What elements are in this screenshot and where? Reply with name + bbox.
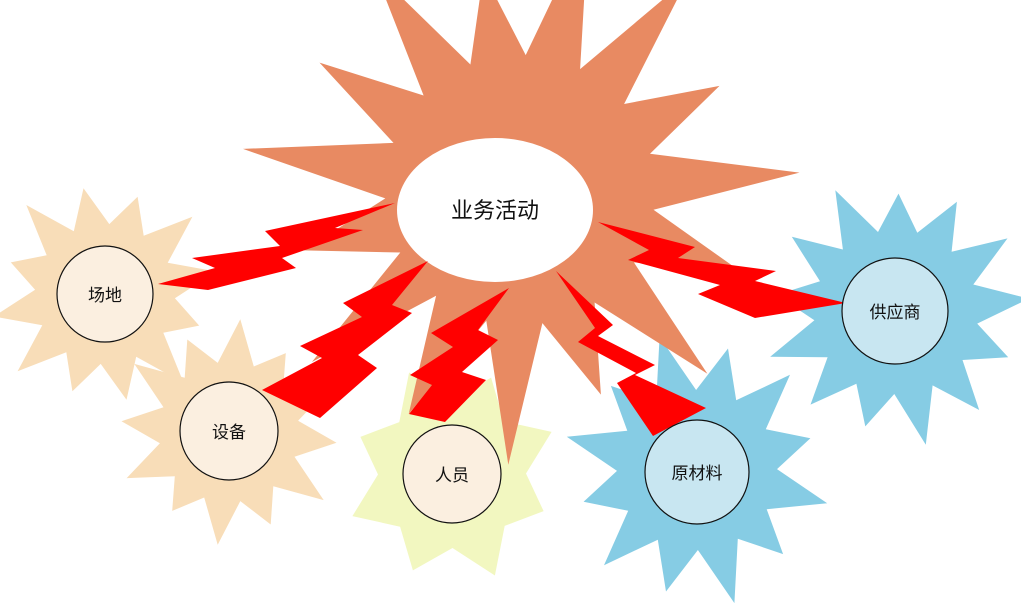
materials-circle [644, 419, 750, 525]
personnel-label: 人员 [435, 466, 469, 486]
lightning-to-materials [556, 271, 706, 436]
materials-label: 原材料 [672, 464, 723, 484]
supplier-circle [841, 257, 949, 365]
node-materials: 原材料 [644, 419, 750, 525]
site-label: 场地 [88, 286, 122, 306]
equipment-circle [179, 381, 279, 481]
lightning-to-supplier [598, 222, 846, 318]
supplier-label: 供应商 [870, 303, 921, 323]
personnel-circle [402, 424, 502, 524]
central-label: 业务活动 [451, 199, 539, 224]
node-site: 场地 [56, 245, 154, 343]
central-ellipse [397, 138, 593, 282]
node-equipment: 设备 [179, 381, 279, 481]
node-personnel: 人员 [402, 424, 502, 524]
node-supplier: 供应商 [841, 257, 949, 365]
site-circle [56, 245, 154, 343]
lightning-to-personnel [409, 288, 509, 422]
lightning-to-equipment [262, 261, 428, 418]
lightning-to-site [158, 203, 395, 290]
equipment-label: 设备 [212, 423, 246, 443]
